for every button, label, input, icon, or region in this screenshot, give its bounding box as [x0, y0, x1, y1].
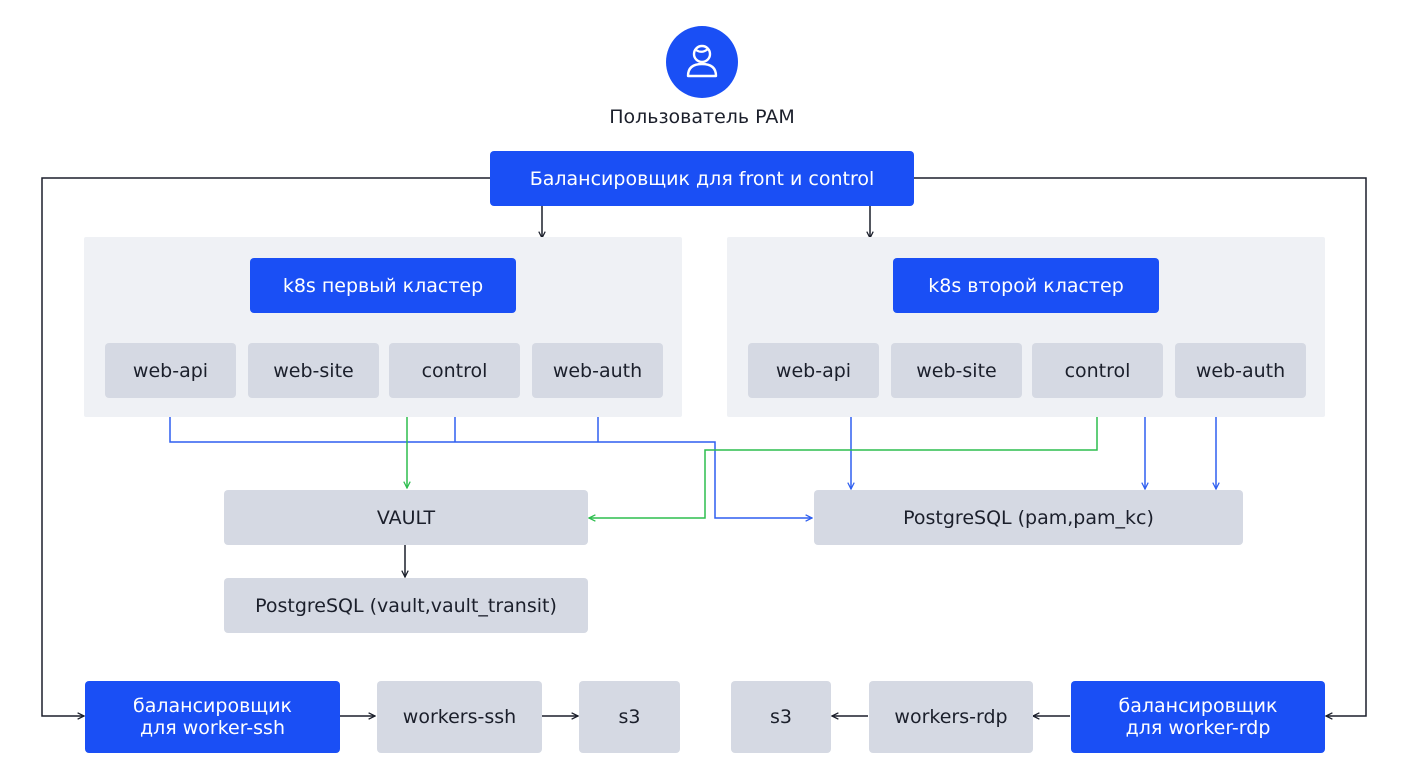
pg-pam-node[interactable]: PostgreSQL (pam,pam_kc) — [814, 490, 1243, 545]
pg-vault-node[interactable]: PostgreSQL (vault,vault_transit) — [224, 578, 588, 633]
user-avatar — [666, 26, 738, 98]
front-to-rdp-balancer-arrow — [914, 177, 1367, 716]
cluster1-web-auth[interactable]: web-auth — [532, 343, 663, 398]
cluster2-web-site[interactable]: web-site — [891, 343, 1022, 398]
user-label: Пользователь PAM — [609, 106, 795, 128]
c2-control-vault-link — [589, 402, 1097, 518]
rdp-s3-node[interactable]: s3 — [731, 681, 831, 753]
front-control-balancer[interactable]: Балансировщик для front и control — [490, 151, 914, 206]
cluster1-web-site[interactable]: web-site — [248, 343, 379, 398]
cluster1-title[interactable]: k8s первый кластер — [250, 258, 516, 313]
cluster1-web-api[interactable]: web-api — [105, 343, 236, 398]
cluster2-web-auth[interactable]: web-auth — [1175, 343, 1306, 398]
cluster2-control[interactable]: control — [1032, 343, 1163, 398]
rdp-balancer[interactable]: балансировщик для worker-rdp — [1071, 681, 1325, 753]
workers-ssh-node[interactable]: workers-ssh — [377, 681, 542, 753]
ssh-balancer[interactable]: балансировщик для worker-ssh — [85, 681, 340, 753]
user-icon — [686, 44, 718, 78]
cluster1-control[interactable]: control — [389, 343, 520, 398]
ssh-s3-node[interactable]: s3 — [579, 681, 680, 753]
cluster2-web-api[interactable]: web-api — [748, 343, 879, 398]
vault-node[interactable]: VAULT — [224, 490, 588, 545]
workers-rdp-node[interactable]: workers-rdp — [869, 681, 1033, 753]
front-to-ssh-balancer-arrow — [41, 177, 490, 716]
cluster2-title[interactable]: k8s второй кластер — [893, 258, 1159, 313]
